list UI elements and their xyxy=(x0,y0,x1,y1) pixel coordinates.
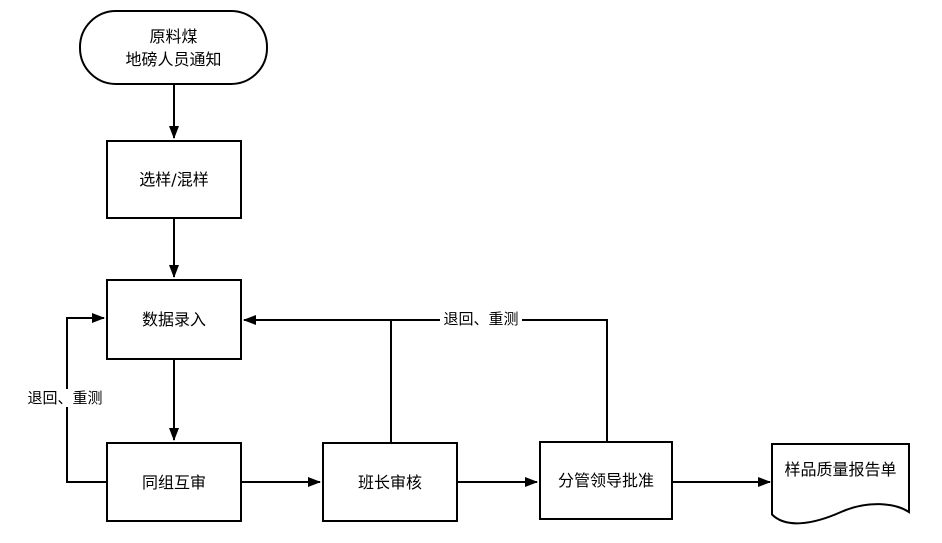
node-peer-review-label: 同组互审 xyxy=(141,472,206,492)
node-sampling: 选样/混样 xyxy=(106,140,242,219)
node-start: 原料煤 地磅人员通知 xyxy=(79,10,268,85)
document-shape xyxy=(771,443,910,525)
node-leader-approval-label: 分管领导批准 xyxy=(557,471,654,490)
node-shift-leader-review: 班长审核 xyxy=(322,442,458,522)
node-peer-review: 同组互审 xyxy=(106,442,242,522)
node-shift-leader-review-label: 班长审核 xyxy=(357,472,422,492)
edge-label-top-feedback: 退回、重测 xyxy=(440,310,522,328)
node-data-entry-label: 数据录入 xyxy=(141,310,206,329)
node-start-line1: 原料煤 xyxy=(149,26,198,46)
node-start-line2: 地磅人员通知 xyxy=(125,49,222,69)
node-data-entry: 数据录入 xyxy=(106,279,242,360)
node-leader-approval: 分管领导批准 xyxy=(539,441,673,520)
node-sampling-label: 选样/混样 xyxy=(139,170,209,189)
edge-label-left-feedback: 退回、重测 xyxy=(23,389,107,407)
node-report-label: 样品质量报告单 xyxy=(784,460,897,479)
arrow-top-feedback xyxy=(243,315,608,441)
